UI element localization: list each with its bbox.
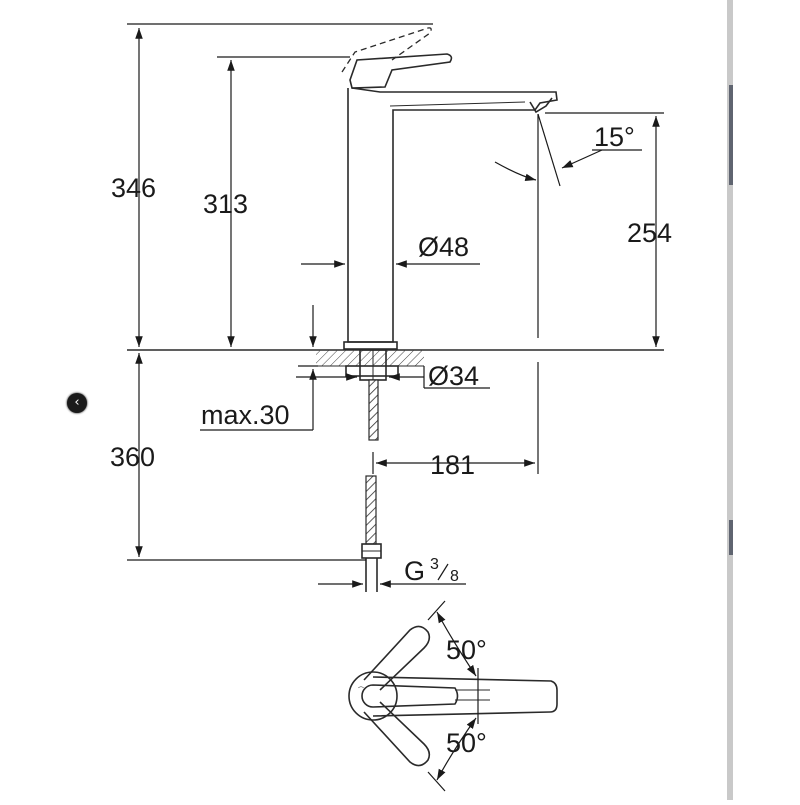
top-view-dimensions (427, 600, 479, 792)
label-total-height: 346 (111, 173, 156, 203)
connection-base: G (404, 556, 425, 586)
lever-raised-outline (341, 27, 432, 73)
label-deck-thickness: max.30 (201, 400, 290, 430)
angle-arc-50-bottom (436, 717, 477, 781)
label-spout-height: 313 (203, 189, 248, 219)
lever-handle (349, 53, 453, 89)
spout-underside (389, 101, 526, 107)
countertop-section (316, 350, 424, 366)
label-projection: 181 (430, 450, 475, 480)
angle-arc-15-left (494, 161, 537, 182)
angle-arc-50-top (436, 611, 477, 677)
lever-top-down (363, 701, 431, 767)
faucet-body (347, 87, 558, 343)
aerator (529, 97, 553, 114)
body-circle (348, 671, 398, 721)
ext-line-50-bottom (427, 771, 446, 792)
label-body-diameter: Ø48 (418, 232, 469, 262)
supply-hose-upper (368, 379, 379, 441)
label-lever-angle-top: 50° (446, 635, 487, 665)
viewer-edge-accent-top (729, 85, 733, 185)
supply-hose-lower (365, 475, 377, 545)
base-flange (343, 341, 398, 350)
connection-fraction-slash (437, 563, 449, 581)
faucet-side-view (127, 27, 664, 592)
label-connection: G 3 8 (404, 556, 459, 586)
chevron-left-icon: ‹ (74, 395, 80, 410)
prev-image-button[interactable]: ‹ (67, 393, 87, 413)
label-hose-length: 360 (110, 442, 155, 472)
faucet-top-view: ⌒ (348, 625, 558, 767)
fixing-nut (345, 365, 399, 377)
label-lever-angle-bottom: 50° (446, 728, 487, 758)
body-inner (361, 684, 459, 708)
lever-top-up (363, 625, 431, 691)
dimension-lines (127, 23, 664, 588)
label-outlet-angle: 15° (594, 122, 635, 152)
angle-arc-15-right (561, 149, 603, 169)
viewer-right-edge (727, 0, 733, 800)
connection-denominator: 8 (450, 568, 459, 585)
spout-top-outline (372, 676, 558, 717)
label-hole-diameter: Ø34 (428, 361, 479, 391)
connection-numerator: 3 (430, 556, 439, 573)
outlet-angle-line (537, 113, 561, 187)
ext-line-50-top (427, 600, 446, 621)
viewer-edge-accent-bottom (729, 520, 733, 555)
label-outlet-height: 254 (627, 218, 672, 248)
dimension-labels: 346 313 254 15° Ø48 Ø34 max.30 360 181 G… (110, 122, 672, 758)
brand-mark: ⌒ (358, 687, 364, 694)
